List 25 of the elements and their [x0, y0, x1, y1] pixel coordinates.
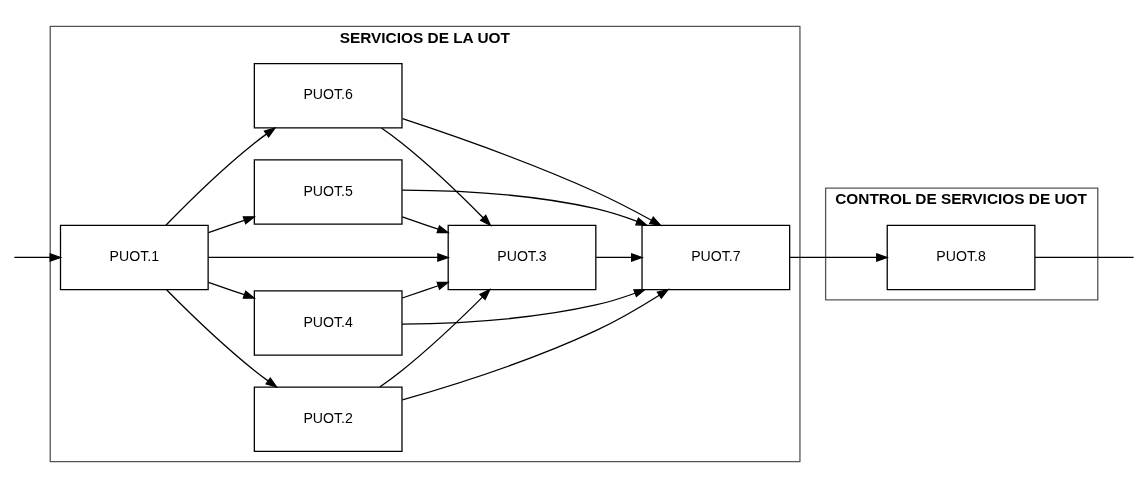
- arrow: [595, 252, 644, 262]
- arrow: [207, 281, 257, 299]
- arrow: [207, 215, 257, 233]
- node-box: PUOT.5: [253, 158, 403, 225]
- arrow: [380, 126, 492, 227]
- connector: [1034, 256, 1135, 258]
- arrow: [401, 288, 647, 325]
- arrow: [401, 288, 670, 401]
- arrow: [207, 252, 451, 262]
- node-box: PUOT.6: [253, 62, 403, 128]
- node-box: PUOT.2: [253, 386, 403, 452]
- arrow: [789, 252, 889, 262]
- node-box: PUOT.7: [641, 224, 791, 290]
- arrow: [401, 189, 649, 226]
- arrow: [401, 117, 663, 226]
- node-box: PUOT.3: [447, 224, 597, 290]
- arrow: [13, 252, 63, 262]
- arrow: [165, 288, 279, 388]
- node-box: PUOT.8: [886, 224, 1036, 290]
- arrow: [401, 281, 450, 299]
- node-box: PUOT.1: [59, 224, 209, 290]
- node-box: PUOT.4: [253, 289, 403, 356]
- arrow: [165, 126, 277, 226]
- arrow: [379, 287, 492, 388]
- arrow: [401, 215, 450, 233]
